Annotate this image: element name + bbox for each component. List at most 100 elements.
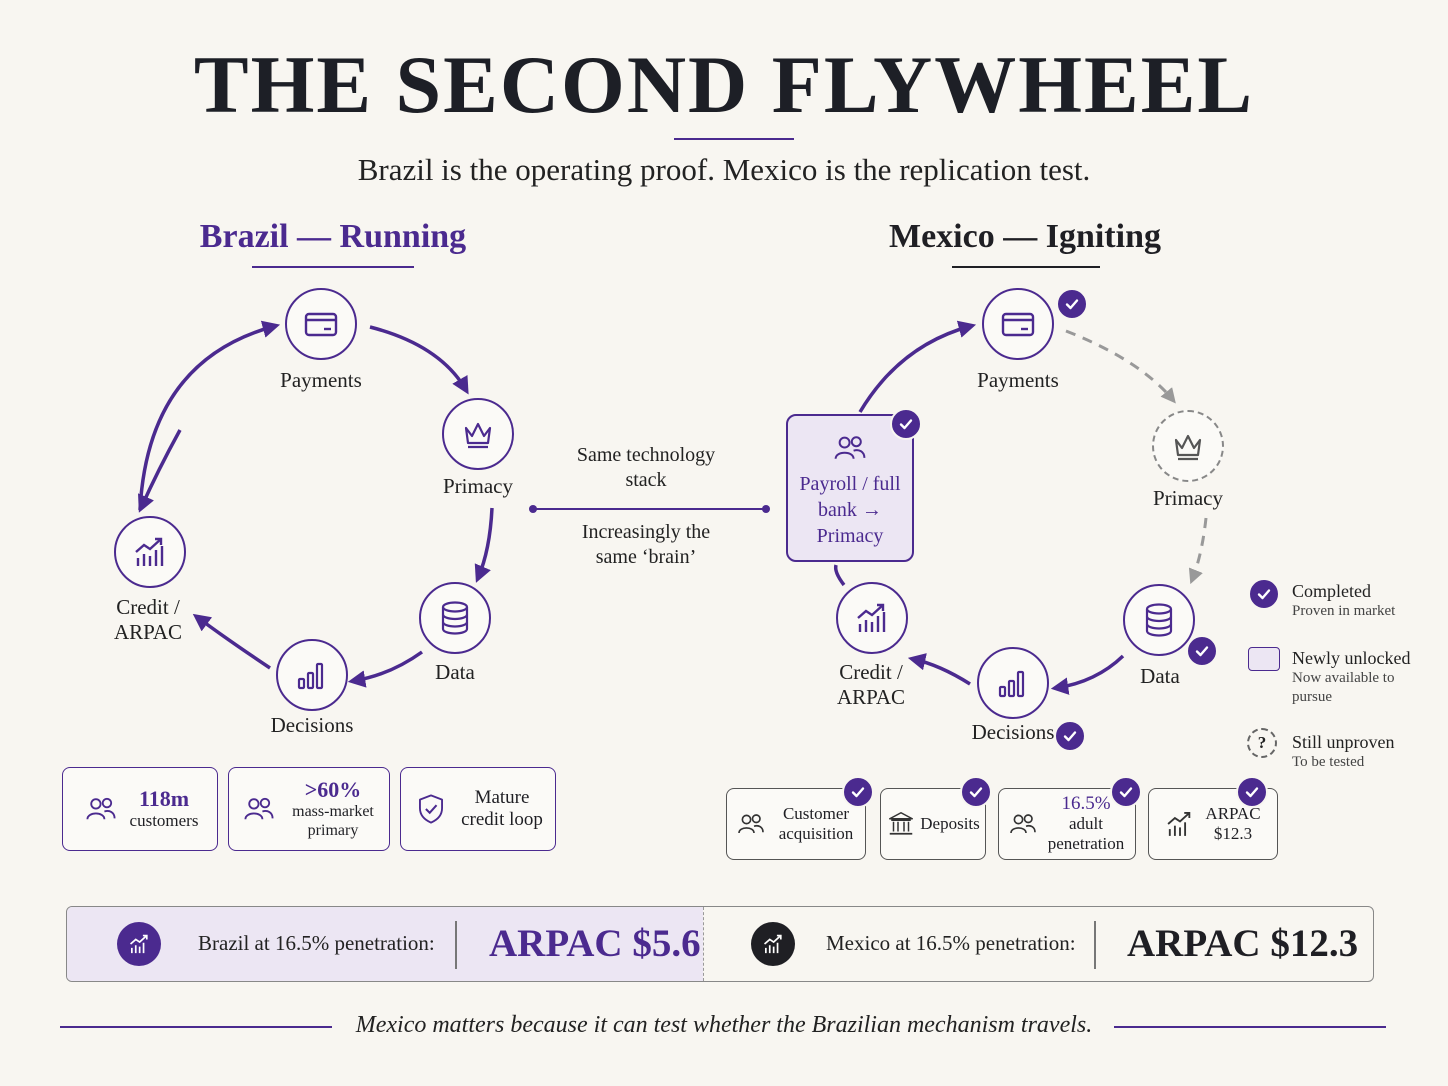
brazil-customers-value: 118m xyxy=(138,786,190,811)
mexico-arrow-data-decisions xyxy=(1050,654,1125,695)
people-icon xyxy=(1006,809,1040,839)
legend-completed-title: Completed xyxy=(1292,581,1371,601)
check-icon xyxy=(960,776,992,808)
brazil-credit-loop-label: Mature credit loop xyxy=(461,787,543,830)
check-icon xyxy=(842,776,874,808)
mexico-arpac-value: ARPAC $12.3 xyxy=(1127,922,1359,965)
check-icon xyxy=(1110,776,1142,808)
mexico-acquisition-label: Customer acquisition xyxy=(778,804,854,843)
footer-rule-right xyxy=(1114,1026,1386,1028)
bank-icon xyxy=(886,809,916,839)
people-icon xyxy=(734,809,768,839)
brazil-primary-value: >60% xyxy=(304,777,362,802)
comparison-bar: Brazil at 16.5% penetration: ARPAC $5.6 … xyxy=(66,906,1374,982)
bar-chart-icon xyxy=(993,663,1033,703)
growth-chart-icon xyxy=(130,532,170,572)
page-title: THE SECOND FLYWHEEL xyxy=(193,39,1255,130)
brazil-primary-label: mass-market primary xyxy=(292,803,374,839)
brazil-growth-badge xyxy=(117,922,161,966)
mexico-arrow-credit-payroll xyxy=(833,564,846,587)
mexico-data-label: Data xyxy=(1140,664,1180,688)
mexico-comparison-label: Mexico at 16.5% penetration: xyxy=(826,931,1076,955)
brazil-stat-credit-loop: Mature credit loop xyxy=(400,767,556,851)
check-icon xyxy=(1186,635,1218,667)
mexico-payments-label: Payments xyxy=(977,368,1059,392)
legend-completed-icon xyxy=(1248,578,1280,610)
brazil-decisions-node xyxy=(276,639,348,711)
center-bottom-text: Increasingly the same ‘brain’ xyxy=(581,521,711,568)
mexico-arrow-primacy-data xyxy=(1188,517,1208,585)
credit-card-icon xyxy=(998,304,1038,344)
legend-unlocked-sub: Now available to pursue xyxy=(1292,670,1395,705)
mexico-decisions-label: Decisions xyxy=(971,720,1055,744)
brazil-primacy-label: Primacy xyxy=(443,474,513,498)
mexico-arrow-payroll-payments xyxy=(858,320,977,413)
brazil-comparison-label: Brazil at 16.5% penetration: xyxy=(198,931,435,955)
brazil-section-title: Brazil — Running xyxy=(199,218,467,255)
brazil-stat-customers: 118m customers xyxy=(62,767,218,851)
check-icon xyxy=(1056,288,1088,320)
people-icon xyxy=(240,792,278,826)
database-icon xyxy=(435,598,475,638)
footer-caption: Mexico matters because it can test wheth… xyxy=(355,1012,1093,1038)
brazil-arpac-value: ARPAC $5.6 xyxy=(489,922,701,965)
check-icon xyxy=(1236,776,1268,808)
people-icon xyxy=(82,792,120,826)
mexico-payroll-label: Payroll / full bank → Primacy xyxy=(799,473,901,547)
title-divider xyxy=(674,138,794,140)
mexico-stat-arpac: ARPAC $12.3 xyxy=(1148,788,1278,860)
mexico-arrow-payments-primacy xyxy=(1065,329,1176,404)
mexico-deposits-label: Deposits xyxy=(920,814,980,833)
brazil-data-node xyxy=(419,582,491,654)
mexico-credit-node xyxy=(836,582,908,654)
brazil-data-label: Data xyxy=(435,660,475,684)
question-icon: ? xyxy=(1247,728,1277,758)
mexico-decisions-node xyxy=(977,647,1049,719)
mexico-arrow-decisions-credit xyxy=(907,653,971,686)
growth-chart-icon xyxy=(760,931,786,957)
brazil-arrow-payments-primacy xyxy=(369,325,469,395)
people-icon xyxy=(830,430,870,466)
legend-unproven-title: Still unproven xyxy=(1292,732,1395,752)
brazil-customers-label: customers xyxy=(129,811,199,830)
growth-chart-icon xyxy=(126,931,152,957)
mexico-payroll-box: Payroll / full bank → Primacy xyxy=(786,414,914,562)
brazil-payments-label: Payments xyxy=(280,368,362,392)
legend-completed-sub: Proven in market xyxy=(1292,603,1396,619)
center-top-text: Same technology stack xyxy=(576,444,716,491)
brazil-payments-node xyxy=(285,288,357,360)
legend-unproven: Still unproven To be tested xyxy=(1292,731,1442,772)
legend-completed: Completed Proven in market xyxy=(1292,580,1442,621)
legend-unlocked: Newly unlocked Now available to pursue xyxy=(1292,647,1442,707)
check-icon xyxy=(1054,720,1086,752)
mexico-title-underline xyxy=(952,266,1100,268)
credit-card-icon xyxy=(301,304,341,344)
brazil-arrow-decisions-credit xyxy=(192,613,271,670)
brazil-arrow-credit-payments-start xyxy=(138,429,182,513)
mexico-section-title: Mexico — Igniting xyxy=(889,218,1161,255)
legend-unproven-sub: To be tested xyxy=(1292,754,1365,770)
page-subtitle: Brazil is the operating proof. Mexico is… xyxy=(357,152,1091,187)
mexico-growth-badge xyxy=(751,922,795,966)
database-icon xyxy=(1139,600,1179,640)
bar-chart-icon xyxy=(292,655,332,695)
mexico-stat-acquisition: Customer acquisition xyxy=(726,788,866,860)
mexico-payments-node xyxy=(982,288,1054,360)
mexico-arpac-label: ARPAC $12.3 xyxy=(1205,804,1261,843)
mexico-penetration-value: 16.5% xyxy=(1061,793,1111,814)
mexico-penetration-label: adult penetration xyxy=(1047,814,1125,853)
brazil-arrow-credit-payments xyxy=(138,320,281,511)
mexico-primacy-node xyxy=(1152,410,1224,482)
growth-chart-icon xyxy=(1163,807,1197,841)
brazil-primacy-node xyxy=(442,398,514,470)
growth-chart-icon xyxy=(852,598,892,638)
crown-icon xyxy=(1168,426,1208,466)
shield-check-icon xyxy=(412,792,450,826)
brazil-decisions-label: Decisions xyxy=(270,713,354,737)
legend-unlocked-title: Newly unlocked xyxy=(1292,648,1411,668)
brazil-title-underline xyxy=(252,266,414,268)
brazil-arrow-data-decisions xyxy=(347,650,424,688)
brazil-arrow-primacy-data xyxy=(474,507,494,583)
brazil-stat-primary: >60% mass-market primary xyxy=(228,767,390,851)
